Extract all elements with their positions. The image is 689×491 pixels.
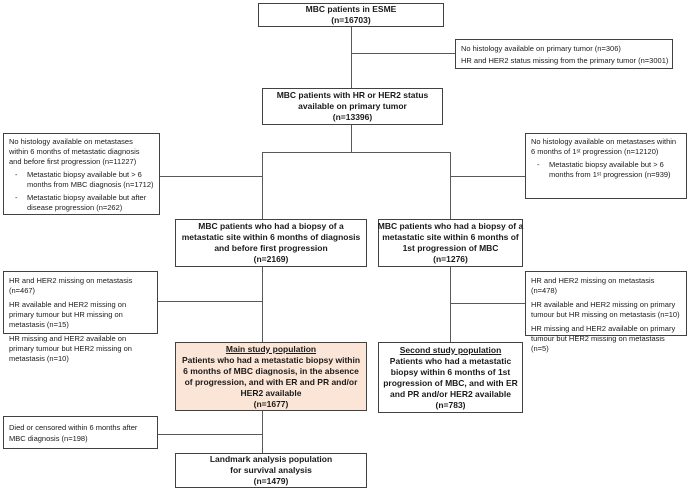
connector-to-excl-meta-right	[451, 176, 525, 177]
box-exclusion-hr-missing-left: HR and HER2 missing on metastasis (n=467…	[3, 271, 158, 363]
box-main-study-population: Main study population Patients who had a…	[175, 342, 367, 411]
bullet-item: - Metastatic biopsy available but > 6 mo…	[9, 170, 154, 190]
exclusion-item: HR and HER2 missing on metastasis (n=478…	[531, 276, 655, 295]
box-line: and PR and/or HER2 available	[390, 388, 511, 399]
box-biopsy-within-progression: MBC patients who had a biopsy of a metas…	[378, 219, 523, 267]
box-line: of progression, and with ER and PR and/o…	[184, 376, 358, 387]
box-line: (n=1479)	[253, 476, 289, 486]
exclusion-line: HR and HER2 status missing from the prim…	[461, 56, 669, 65]
box-exclusion-metastases-left: No histology available on metastases wit…	[3, 133, 160, 215]
box-line: 6 months of MBC diagnosis, in the absenc…	[183, 365, 359, 376]
box-line: Patients who had a metastatic biopsy wit…	[181, 354, 361, 365]
connector-biopsy-dx-down	[262, 267, 263, 342]
box-line: available on primary tumor	[298, 101, 407, 111]
connector-to-excl-meta-left	[160, 176, 262, 177]
exclusion-item: HR available and HER2 missing on primary…	[9, 300, 127, 329]
box-line: Patients who had a metastatic	[389, 355, 512, 366]
connector-to-died	[158, 434, 262, 435]
connector-to-excl-hr-left	[158, 301, 262, 302]
box-line: metastatic site within 6 months of	[382, 232, 519, 242]
box-line: HER2 available	[240, 387, 302, 398]
bullet-text: Metastatic biopsy available but > 6 mont…	[27, 170, 154, 189]
box-line: MBC patients who had a biopsy of a	[377, 221, 524, 231]
exclusion-item: HR missing and HER2 available on primary…	[531, 324, 676, 353]
exclusion-intro: No histology available on metastases wit…	[9, 137, 140, 166]
connector-to-excl-hr-right	[451, 303, 525, 304]
bullet-marker: -	[537, 160, 540, 169]
exclusion-item: HR and HER2 missing on metastasis (n=467…	[9, 276, 133, 295]
connector-biopsy-prog-down	[450, 267, 451, 342]
box-exclusion-primary-tumor: No histology available on primary tumor …	[455, 39, 673, 69]
bullet-text: Metastatic biopsy available but > 6 mont…	[549, 160, 671, 179]
connector-left-branch-down	[262, 152, 263, 219]
box-line: biopsy within 6 months of 1st	[390, 366, 511, 377]
box-exclusion-metastases-right: No histology available on metastases wit…	[525, 133, 687, 199]
box-line: (n=2169)	[253, 254, 289, 264]
bullet-marker: -	[15, 193, 18, 202]
bullet-text: Metastatic biopsy available but after di…	[27, 193, 147, 212]
box-line: for survival analysis	[230, 465, 312, 475]
box-line: metastatic site within 6 months of diagn…	[181, 232, 361, 242]
box-line: and before first progression	[214, 243, 328, 253]
bullet-marker: -	[15, 170, 18, 179]
box-died-or-censored: Died or censored within 6 months after M…	[3, 416, 158, 449]
connector-esme-down	[351, 27, 352, 89]
box-line: MBC patients in ESME	[305, 4, 397, 14]
connector-status-down	[351, 125, 352, 153]
connector-to-excl-primary	[351, 53, 455, 54]
box-line: (n=16703)	[331, 15, 371, 25]
box-hr-her2-status-available: MBC patients with HR or HER2 status avai…	[262, 88, 443, 125]
box-line: 1st progression of MBC	[402, 243, 499, 253]
box-line: MBC patients who had a biopsy of a	[198, 221, 344, 231]
main-population-title: Main study population	[225, 343, 317, 354]
bullet-item: - Metastatic biopsy available but after …	[9, 193, 154, 213]
box-line: (n=13396)	[332, 112, 373, 122]
exclusion-text: Died or censored within 6 months after M…	[9, 423, 138, 443]
connector-right-branch-down	[450, 152, 451, 219]
connector-split-horizontal	[262, 152, 451, 153]
exclusion-line: No histology available on primary tumor …	[461, 44, 621, 53]
second-population-title: Second study population	[399, 344, 502, 355]
box-line: Landmark analysis population	[209, 454, 333, 464]
connector-main-down	[262, 411, 263, 453]
box-esme-patients: MBC patients in ESME (n=16703)	[258, 3, 444, 27]
exclusion-item: HR missing and HER2 available on primary…	[9, 334, 132, 363]
box-exclusion-hr-missing-right: HR and HER2 missing on metastasis (n=478…	[525, 271, 687, 353]
exclusion-intro: No histology available on metastases wit…	[531, 137, 677, 156]
box-line: progression of MBC, and with ER	[383, 377, 518, 388]
box-line: (n=1276)	[433, 254, 468, 264]
box-line: MBC patients with HR or HER2 status	[276, 90, 429, 100]
box-biopsy-within-diagnosis: MBC patients who had a biopsy of a metas…	[175, 219, 367, 267]
box-line: (n=1677)	[253, 398, 289, 409]
bullet-item: - Metastatic biopsy available but > 6 mo…	[531, 160, 681, 180]
box-landmark-population: Landmark analysis population for surviva…	[175, 453, 367, 488]
exclusion-item: HR available and HER2 missing on primary…	[531, 300, 680, 319]
box-second-study-population: Second study population Patients who had…	[378, 342, 523, 413]
box-line: (n=783)	[435, 399, 466, 410]
